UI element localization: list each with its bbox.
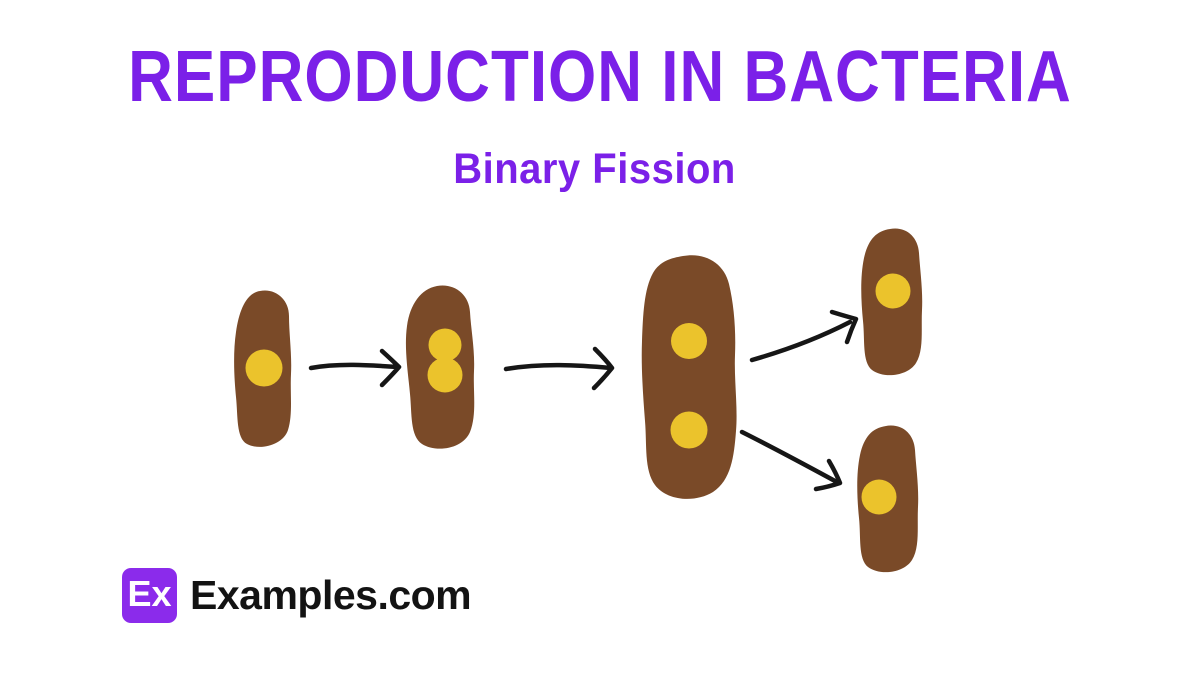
dna-nucleoid-icon bbox=[875, 273, 911, 309]
dna-nucleoid-icon bbox=[428, 328, 462, 362]
bacterium-cell-icon bbox=[641, 255, 737, 499]
examples-logo-badge: Ex bbox=[122, 568, 177, 623]
page-subtitle: Binary Fission bbox=[453, 146, 736, 193]
dna-nucleoid-icon bbox=[245, 349, 283, 387]
stage-parent-cell bbox=[234, 290, 292, 447]
brand-name: Examples.com bbox=[190, 572, 472, 618]
stage-dna-replicated bbox=[405, 285, 475, 449]
dna-nucleoid-icon bbox=[670, 411, 708, 449]
arrow-up-right-icon bbox=[749, 309, 859, 363]
footer-branding: Ex Examples.com bbox=[122, 568, 472, 623]
dna-nucleoid-icon bbox=[427, 357, 463, 393]
page-title: REPRODUCTION IN BACTERIA bbox=[128, 37, 1072, 118]
examples-logo-badge-text: Ex bbox=[127, 573, 172, 614]
arrow-down-right-icon bbox=[739, 429, 843, 492]
stage-daughter-cell-top bbox=[861, 228, 923, 376]
stage-cell-elongated bbox=[641, 255, 737, 499]
arrow-right-icon bbox=[503, 346, 615, 391]
stage-daughter-cell-bottom bbox=[857, 425, 919, 573]
dna-nucleoid-icon bbox=[671, 323, 707, 359]
dna-nucleoid-icon bbox=[861, 479, 897, 515]
arrow-right-icon bbox=[308, 348, 402, 388]
